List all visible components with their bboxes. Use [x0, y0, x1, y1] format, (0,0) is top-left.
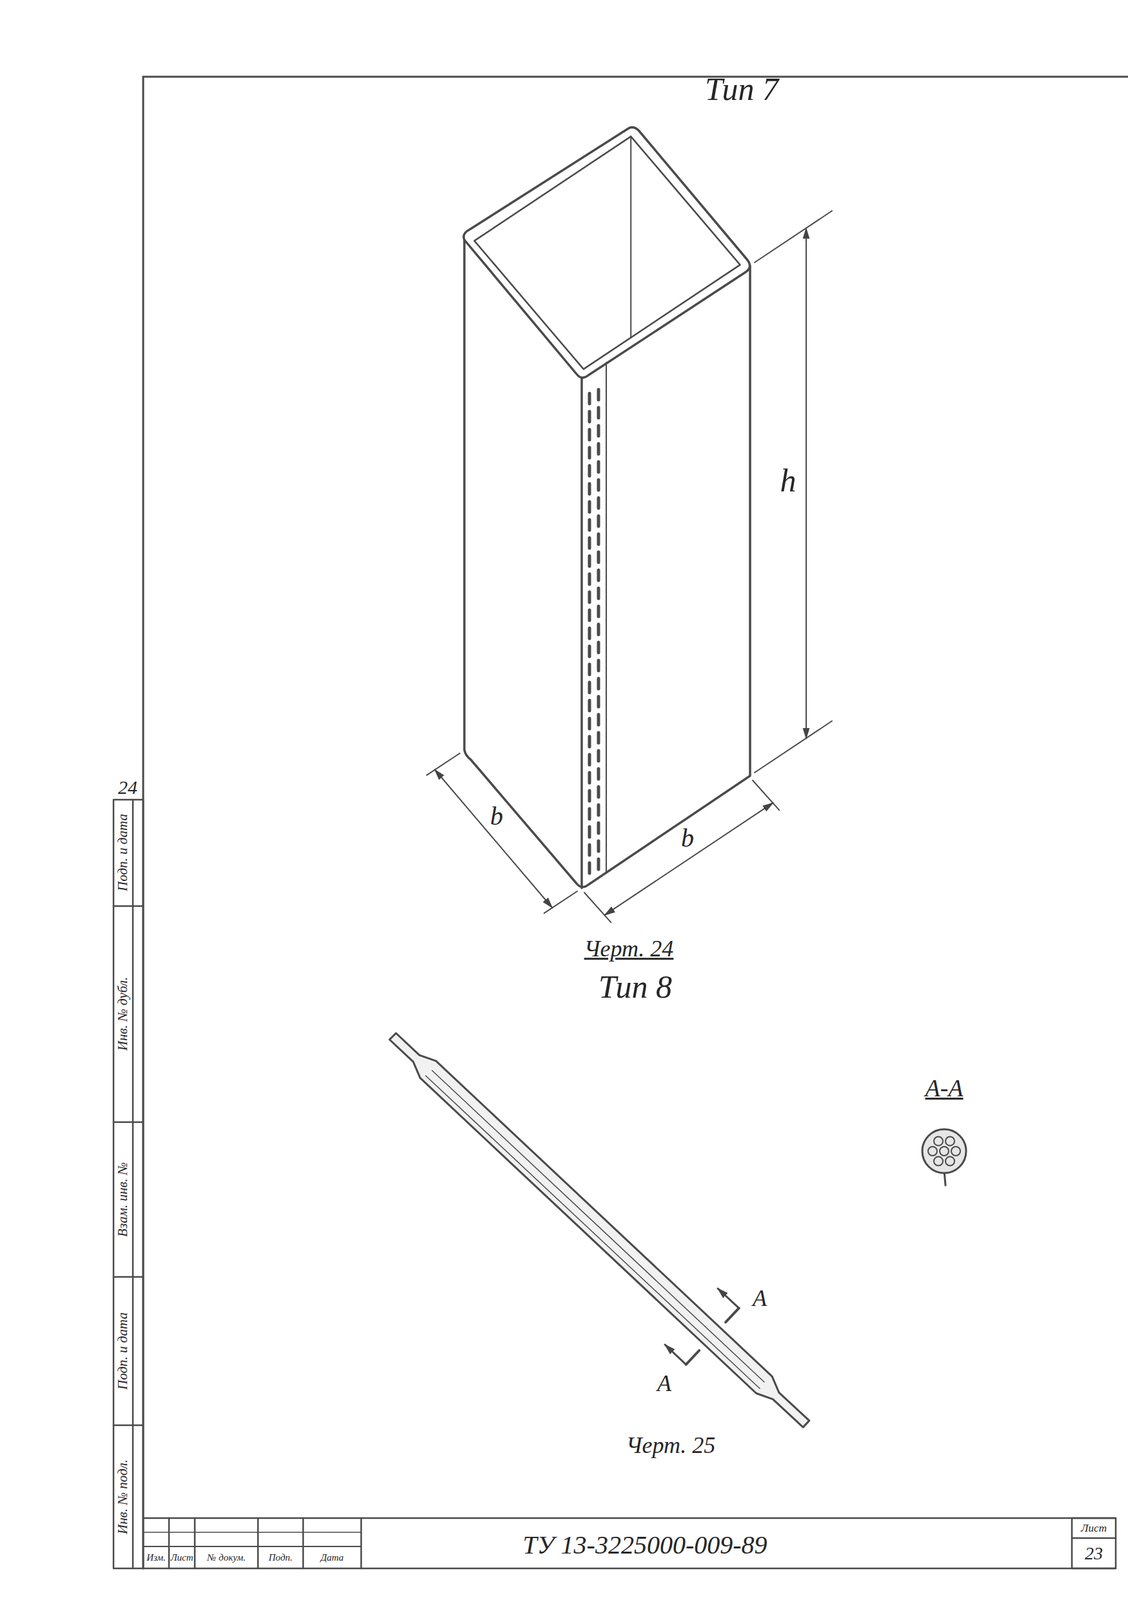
title-block-line [143, 1545, 362, 1548]
type-heading: Тип 7 [704, 71, 779, 108]
box-figure [463, 127, 751, 889]
title-block-line [1071, 1537, 1116, 1540]
strand [933, 1136, 943, 1146]
sheet-number: 23 [1084, 1543, 1103, 1564]
dimension-line [805, 228, 807, 739]
title-block-header: Лист [170, 1552, 193, 1564]
document-number: ТУ 13-3225000-009-89 [522, 1531, 767, 1560]
box-rim-inner [474, 136, 741, 370]
title-block-header: № докум. [207, 1552, 246, 1564]
title-block-line [143, 1517, 1116, 1520]
strand [939, 1146, 949, 1156]
stamp-field-label: Взам. инв. № [115, 1162, 131, 1237]
extension-line [426, 753, 460, 776]
title-block-header: Изм. [146, 1552, 166, 1564]
rod-outline [389, 1033, 810, 1428]
dimension-line [434, 770, 553, 909]
strand [945, 1136, 955, 1146]
title-block-line [194, 1518, 197, 1569]
rod-strand-line [425, 1075, 760, 1389]
strand [933, 1157, 943, 1167]
section-arrow [664, 1344, 687, 1365]
side-stamp-line [113, 1424, 144, 1427]
title-block-line [257, 1518, 260, 1569]
sheet-number-box [1071, 1518, 1116, 1569]
extension-line [752, 780, 780, 811]
dimension-line [604, 802, 774, 916]
stamp-field-label: Подп. и дата [115, 1312, 131, 1390]
title-block-line [360, 1518, 363, 1569]
box-front-edge [580, 377, 584, 889]
dimension-lines [426, 210, 832, 923]
frame-line [143, 76, 1128, 79]
side-stamp [113, 799, 144, 1569]
title-block-line [302, 1518, 305, 1569]
strand [945, 1157, 955, 1167]
dimension-label: b [681, 824, 694, 853]
side-stamp-line [113, 1121, 144, 1124]
title-block [143, 1518, 1116, 1569]
section-view [922, 1129, 967, 1186]
page-number: 24 [118, 776, 138, 798]
rod-figure [389, 1033, 810, 1428]
box-inner-edge [630, 136, 632, 338]
stamp-field-label: Инв. № дубл. [115, 977, 131, 1051]
sheet-label: Лист [1080, 1522, 1107, 1535]
section-letter: А [752, 1286, 767, 1312]
figure-number: Черт. 25 [626, 1433, 716, 1459]
extension-line [584, 892, 611, 923]
section-title: А-А [924, 1075, 963, 1103]
title-block-header: Подп. [268, 1552, 293, 1564]
stamp-field-label: Инв. № подл. [115, 1459, 131, 1535]
title-block-line [143, 1531, 362, 1534]
box-holes [588, 393, 592, 874]
section-mark [686, 1350, 700, 1365]
side-stamp-border [113, 799, 144, 1569]
side-stamp-line [132, 799, 135, 1569]
section-circle [922, 1129, 967, 1174]
extension-line [754, 721, 832, 773]
title-block-line [143, 1567, 1116, 1570]
type-heading: Тип 8 [598, 969, 673, 1005]
section-letter: А [657, 1371, 672, 1397]
rod-strand-line [432, 1070, 765, 1383]
side-stamp-line [113, 1276, 144, 1279]
box-outline [464, 239, 751, 888]
figure-number: Черт. 24 [584, 936, 674, 963]
extension-line [754, 210, 832, 263]
box-holes [597, 389, 601, 871]
dimension-label: h [780, 463, 797, 499]
stamp-field-label: Подп. и дата [115, 813, 131, 892]
title-block-header: Дата [320, 1552, 344, 1564]
title-block-line [168, 1518, 171, 1569]
strand [928, 1146, 938, 1156]
dimension-label: b [490, 802, 504, 831]
box-seam-edge [605, 362, 607, 872]
side-stamp-line [113, 905, 144, 908]
strand [951, 1146, 961, 1156]
section-arrow [717, 1288, 740, 1308]
box-rim-outer [463, 127, 751, 378]
extension-line [544, 891, 578, 914]
section-mark [725, 1307, 740, 1323]
